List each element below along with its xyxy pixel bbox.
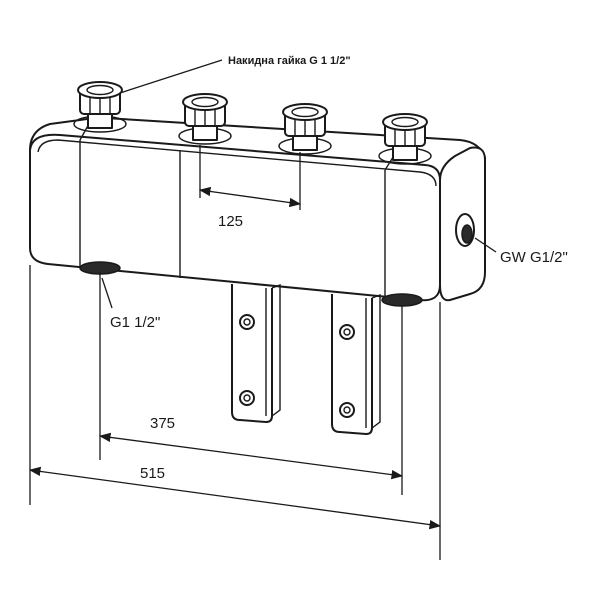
dimension-515-label: 515 [140, 465, 165, 482]
dimension-125-label: 125 [218, 213, 243, 230]
side-port-label: GW G1/2" [500, 249, 568, 266]
mounting-brackets [231, 283, 381, 435]
fitting-2 [178, 93, 232, 145]
bottom-port-label: G1 1/2" [110, 314, 160, 331]
leader-lines [101, 59, 497, 309]
dimension-515 [28, 265, 442, 560]
fitting-3 [278, 103, 332, 155]
fitting-1 [73, 81, 127, 133]
dimension-125 [198, 145, 302, 210]
fitting-4 [378, 113, 432, 165]
bracket-right [331, 293, 381, 435]
nut-label: Накидна гайка G 1 1/2" [228, 55, 351, 67]
bracket-left [231, 283, 281, 423]
dimension-375-label: 375 [150, 415, 175, 432]
top-fittings [73, 81, 432, 165]
